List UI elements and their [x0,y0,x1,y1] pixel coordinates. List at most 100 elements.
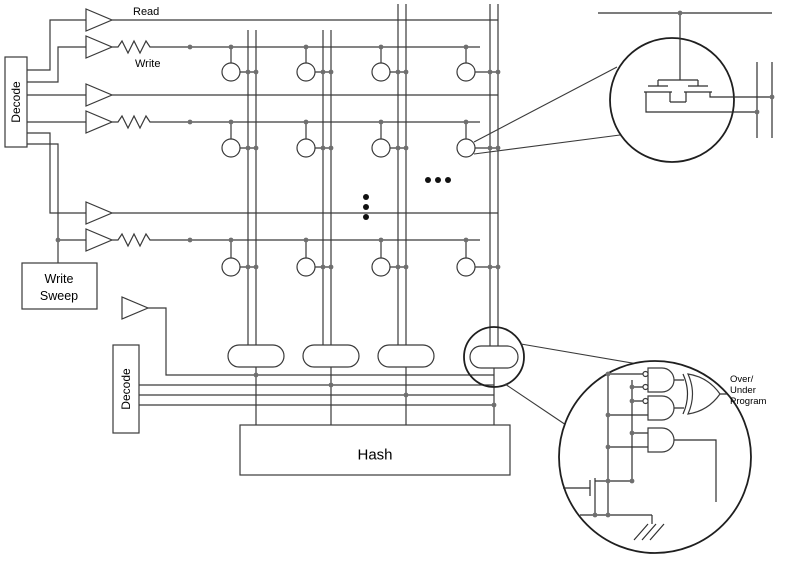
memory-cell [456,138,476,158]
logic-zoom-callout-lines [504,343,639,426]
junction-dot [245,264,251,270]
ellipsis-dot [363,204,369,210]
cell-zoom-circle [609,37,735,163]
inverter-bubble-3 [642,397,649,405]
sense-transistor [563,478,632,515]
junction-dot [605,371,611,377]
junction-dot [629,478,635,484]
junction-dot [303,119,309,125]
memory-cell [371,62,391,82]
ellipsis-dot [435,177,441,183]
ellipsis-dot [425,177,431,183]
junction-dot [253,264,259,270]
junction-dot [487,69,493,75]
memory-cell [456,257,476,277]
junction-dot [403,264,409,270]
memory-cell [221,138,241,158]
column-decoder-box [112,344,140,434]
ground-rail [580,514,653,524]
junction-dot [495,264,501,270]
junction-dot [245,145,251,151]
junction-dot [495,69,501,75]
junction-dot [253,69,259,75]
sense-to-hash-wires [255,367,495,425]
sense-amplifiers [227,344,519,369]
junction-dot [495,145,501,151]
and-gate-2 [647,395,675,421]
junction-dot [228,237,234,243]
resistor-row3 [112,232,156,248]
memory-cell [456,62,476,82]
junction-dot [328,382,334,388]
write-sweep: Write Sweep [21,262,98,310]
junction-dot [55,237,61,243]
and-gate-3 [647,427,675,453]
junction-dot [463,119,469,125]
junction-dot [403,145,409,151]
junction-dot [378,237,384,243]
over-under-label-line2: Under [730,385,756,396]
row-drivers: Read Write [85,6,160,252]
memory-cell [296,257,316,277]
junction-dot [592,512,598,518]
cell-connection-stubs [230,47,498,268]
junction-dots [55,10,775,518]
inverter-bubble-1 [642,370,649,378]
row-decoder-wires [27,19,86,241]
write-buffer-row2 [85,110,114,134]
junction-dot [303,44,309,50]
junction-dot [187,119,193,125]
bitline-pairs [247,4,499,346]
hash-label: Hash [357,447,392,464]
row-decoder-routing [27,19,86,263]
cell-bitline-stubs [756,62,773,138]
resistor-row1 [112,39,156,55]
write-lines [156,46,480,241]
memory-cells [221,62,476,277]
junction-dot [629,398,635,404]
memory-cell [221,257,241,277]
junction-dot [463,237,469,243]
junction-dot [228,44,234,50]
xor-gate [687,373,721,415]
cell-pass-transistors [644,79,772,113]
sense-amp-zoom-ring [463,326,525,388]
xor-gate-back-arc [682,373,689,415]
array-ellipsis [363,177,451,220]
junction-dot [629,384,635,390]
junction-dot [487,145,493,151]
resistor-row2 [112,114,156,130]
junction-dot [245,69,251,75]
verify-bus-lines [607,374,633,515]
write-buffer-row1 [85,35,114,59]
junction-dot [754,109,760,115]
junction-dot [403,392,409,398]
column-decoder-label: Decode [119,368,133,410]
write-label: Write [135,58,160,70]
ground-symbol [633,523,665,541]
column-select-lines [139,307,494,406]
junction-dot [769,94,775,100]
ellipsis-dot [363,214,369,220]
sense-amp-2 [302,344,360,368]
gate-wires [608,373,727,502]
junction-dot [253,372,259,378]
row-decoder-box [4,56,28,148]
over-under-label-line3: Program [730,396,767,407]
read-buffer-row1 [85,8,114,32]
write-sweep-label-line1: Write [45,272,74,286]
memory-cell [371,257,391,277]
memory-cell [296,138,316,158]
junction-dot [395,264,401,270]
junction-dot [320,69,326,75]
read-buffer-row2 [85,83,114,107]
ellipsis-dot [445,177,451,183]
memory-cell [296,62,316,82]
junction-dot [403,69,409,75]
junction-dot [605,444,611,450]
junction-dot [328,264,334,270]
junction-dot [320,264,326,270]
memory-cell [221,62,241,82]
